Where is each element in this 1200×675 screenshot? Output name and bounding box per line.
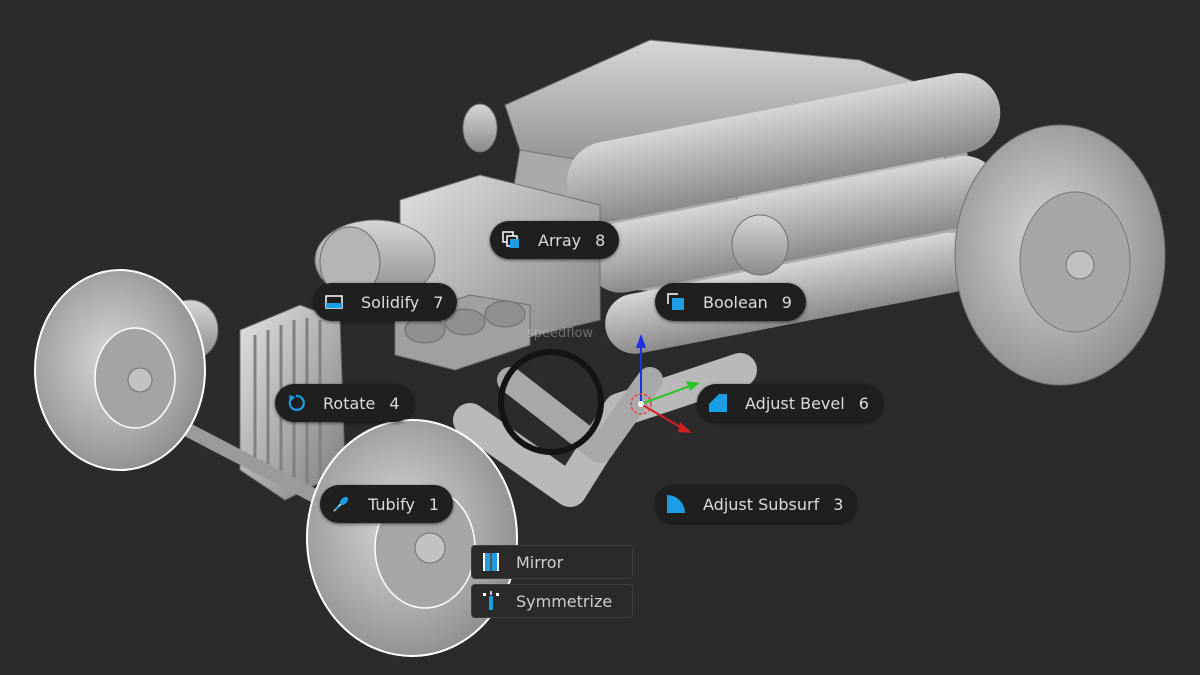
gizmo-arrow-z[interactable] <box>636 334 646 348</box>
pie-item-array-hotkey: 8 <box>595 230 606 250</box>
exhaust-pipe-2 <box>497 367 663 463</box>
front-left-hub <box>127 367 153 393</box>
transform-gizmo[interactable] <box>630 334 700 433</box>
pie-item-tubify-hotkey: 1 <box>428 494 440 514</box>
pie-menu-center[interactable] <box>498 349 604 455</box>
gizmo-axis-x[interactable] <box>640 403 683 429</box>
gizmo-arrow-x[interactable] <box>678 422 692 433</box>
solidify-modifier-icon <box>321 289 347 315</box>
submenu-mirror-label: Mirror <box>516 552 564 572</box>
body-tube-2 <box>586 155 1000 293</box>
boolean-modifier-icon <box>663 289 689 315</box>
rear-wheel-hub <box>1065 250 1095 280</box>
gizmo-origin[interactable] <box>630 393 652 415</box>
array-modifier-icon <box>498 227 524 253</box>
pie-item-adjust-subsurf-label: Adjust Subsurf <box>703 494 820 514</box>
engine-port-3 <box>484 300 526 328</box>
gizmo-center-dot <box>638 401 644 407</box>
pie-item-array[interactable]: Array 8 <box>490 221 620 259</box>
pie-item-solidify[interactable]: Solidify 7 <box>313 283 458 321</box>
pie-item-boolean[interactable]: Boolean 9 <box>655 283 806 321</box>
pie-item-adjust-subsurf[interactable]: Adjust Subsurf 3 <box>655 485 858 523</box>
pie-item-adjust-bevel-label: Adjust Bevel <box>745 393 845 413</box>
submenu-mirror[interactable]: Mirror <box>471 545 633 579</box>
bevel-icon <box>705 390 731 416</box>
front-right-hub <box>414 532 446 564</box>
pie-item-tubify[interactable]: Tubify 1 <box>320 485 454 523</box>
pie-item-adjust-bevel[interactable]: Adjust Bevel 6 <box>697 384 883 422</box>
pie-item-array-label: Array <box>538 230 582 250</box>
pie-item-solidify-label: Solidify <box>361 292 420 312</box>
pie-item-boolean-hotkey: 9 <box>781 292 792 312</box>
pie-item-boolean-label: Boolean <box>703 292 768 312</box>
submenu-symmetrize[interactable]: Symmetrize <box>471 584 633 618</box>
gizmo-axis-y[interactable] <box>640 385 691 405</box>
pie-item-rotate-hotkey: 4 <box>389 393 400 413</box>
tubify-icon <box>328 491 354 517</box>
pie-item-tubify-label: Tubify <box>368 494 415 514</box>
subsurf-icon <box>663 491 689 517</box>
side-mirror <box>462 103 498 153</box>
gizmo-arrow-y[interactable] <box>686 381 700 391</box>
pie-item-rotate[interactable]: Rotate 4 <box>275 384 414 422</box>
mirror-icon <box>478 549 504 575</box>
body-tube-1 <box>566 72 1001 222</box>
pie-item-rotate-label: Rotate <box>323 393 376 413</box>
rotate-icon <box>283 390 309 416</box>
rear-mirror <box>731 214 789 276</box>
pie-item-adjust-subsurf-hotkey: 3 <box>833 494 844 514</box>
engine-port-2 <box>444 308 486 336</box>
watermark: speedflow <box>527 326 594 341</box>
pie-item-adjust-bevel-hotkey: 6 <box>858 393 869 413</box>
pie-item-solidify-hotkey: 7 <box>433 292 444 312</box>
submenu-symmetrize-label: Symmetrize <box>516 591 613 611</box>
symmetrize-icon <box>478 588 504 614</box>
